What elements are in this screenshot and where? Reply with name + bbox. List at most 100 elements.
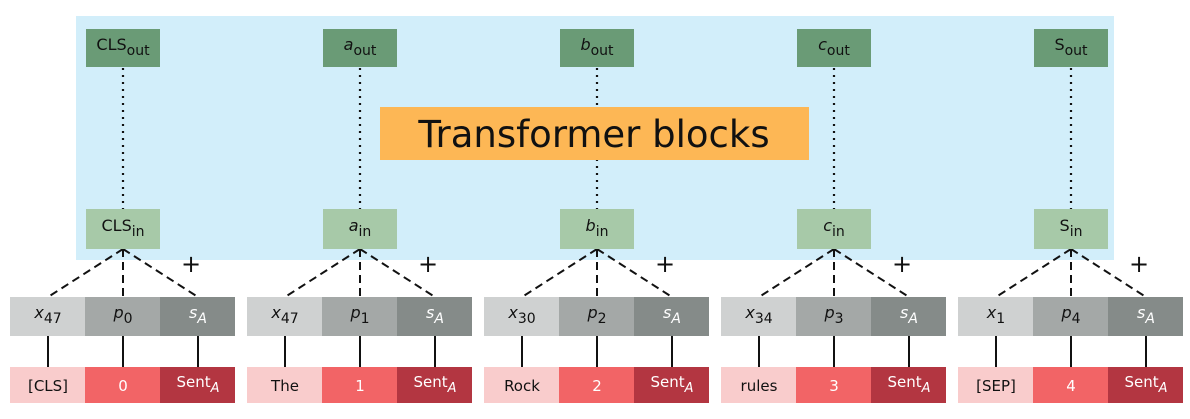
segment-embedding-box: [1108, 297, 1183, 336]
position-embedding-label: p4: [1060, 303, 1080, 327]
dashed-connector: [758, 248, 835, 298]
sentence-label: SentA: [176, 373, 219, 396]
position-embedding-label: p3: [823, 303, 843, 327]
token-embedding-label-base: x: [507, 303, 518, 322]
segment-embedding-label-base: s: [1137, 303, 1145, 322]
token-embedding-label-base: x: [744, 303, 755, 322]
token-embedding-label-sub: 47: [281, 311, 299, 327]
token-embedding-label-base: x: [986, 303, 997, 322]
position-embedding-label-base: p: [1060, 303, 1071, 322]
input-box: [1034, 209, 1108, 249]
word-label: rules: [741, 377, 778, 395]
output-label-base: S: [1054, 35, 1064, 54]
output-label-base: c: [818, 35, 827, 54]
segment-embedding-label-base: s: [426, 303, 434, 322]
word-box: [958, 367, 1033, 403]
token-embedding-label: x1: [986, 303, 1005, 327]
word-label: The: [270, 377, 299, 395]
word-box: [721, 367, 796, 403]
input-label-sub: in: [596, 224, 609, 240]
plus-sign: +: [1129, 250, 1149, 278]
segment-embedding-label: sA: [663, 303, 681, 327]
token-embedding-label: x47: [33, 303, 61, 327]
input-label: cin: [823, 216, 845, 240]
position-embedding-label-sub: 1: [361, 311, 370, 327]
input-label: bin: [586, 216, 609, 240]
word-label: [CLS]: [28, 377, 68, 395]
word-box: [484, 367, 559, 403]
segment-embedding-label-sub: A: [1144, 311, 1155, 327]
output-label-sub: out: [591, 43, 614, 59]
plus-sign: +: [181, 250, 201, 278]
segment-embedding-label: sA: [426, 303, 444, 327]
index-box: [85, 367, 160, 403]
dashed-connector: [833, 248, 910, 298]
input-label-base: CLS: [101, 216, 131, 235]
sentence-box: [871, 367, 946, 403]
sentence-label: SentA: [887, 373, 930, 396]
position-embedding-label-sub: 3: [835, 311, 844, 327]
dashed-connector: [47, 248, 124, 298]
sentence-box: [1108, 367, 1183, 403]
sentence-box: [160, 367, 235, 403]
output-label: aout: [344, 35, 377, 59]
position-embedding-box: [559, 297, 634, 336]
sentence-label-base: Sent: [650, 373, 684, 391]
position-embedding-label: p1: [349, 303, 369, 327]
token-embedding-label-base: x: [270, 303, 281, 322]
sentence-label-base: Sent: [176, 373, 210, 391]
token-embedding-box: [10, 297, 85, 336]
index-label: 0: [118, 377, 128, 395]
segment-embedding-box: [160, 297, 235, 336]
word-label: [SEP]: [976, 377, 1016, 395]
segment-embedding-label-base: s: [663, 303, 671, 322]
segment-embedding-box: [397, 297, 472, 336]
segment-embedding-label-sub: A: [196, 311, 207, 327]
input-label: ain: [349, 216, 372, 240]
token-embedding-label-base: x: [33, 303, 44, 322]
input-label-base: b: [586, 216, 596, 235]
output-label-base: a: [344, 35, 354, 54]
input-label-sub: in: [132, 224, 145, 240]
output-box: [323, 29, 397, 67]
position-embedding-label-sub: 2: [598, 311, 607, 327]
index-box: [322, 367, 397, 403]
segment-embedding-label-sub: A: [670, 311, 681, 327]
word-label: Rock: [504, 377, 540, 395]
plus-sign: +: [418, 250, 438, 278]
sentence-label-sub: A: [1158, 381, 1168, 396]
segment-embedding-label: sA: [1137, 303, 1155, 327]
transformer-label-bg: [380, 107, 809, 160]
plus-sign: +: [892, 250, 912, 278]
index-box: [796, 367, 871, 403]
dashed-connector: [995, 248, 1072, 298]
segment-embedding-box: [634, 297, 709, 336]
sentence-box: [397, 367, 472, 403]
transformer-label: Transformer blocks: [417, 113, 769, 156]
plus-sign: +: [655, 250, 675, 278]
input-label-sub: in: [1070, 224, 1083, 240]
sentence-label-sub: A: [210, 381, 220, 396]
segment-embedding-label-base: s: [900, 303, 908, 322]
sentence-label: SentA: [650, 373, 693, 396]
token-embedding-label-sub: 34: [755, 311, 773, 327]
segment-embedding-label-sub: A: [907, 311, 918, 327]
position-embedding-label-base: p: [112, 303, 123, 322]
position-embedding-box: [1033, 297, 1108, 336]
index-label: 4: [1066, 377, 1076, 395]
token-embedding-box: [247, 297, 322, 336]
position-embedding-box: [322, 297, 397, 336]
input-label: CLSin: [101, 216, 144, 240]
output-label-base: b: [580, 35, 590, 54]
sentence-label-base: Sent: [887, 373, 921, 391]
output-label-sub: out: [127, 43, 150, 59]
position-embedding-label: p2: [586, 303, 606, 327]
token-embedding-box: [484, 297, 559, 336]
input-box: [560, 209, 634, 249]
output-box: [560, 29, 634, 67]
output-label-sub: out: [1065, 43, 1088, 59]
index-label: 1: [355, 377, 365, 395]
input-label-base: a: [349, 216, 359, 235]
